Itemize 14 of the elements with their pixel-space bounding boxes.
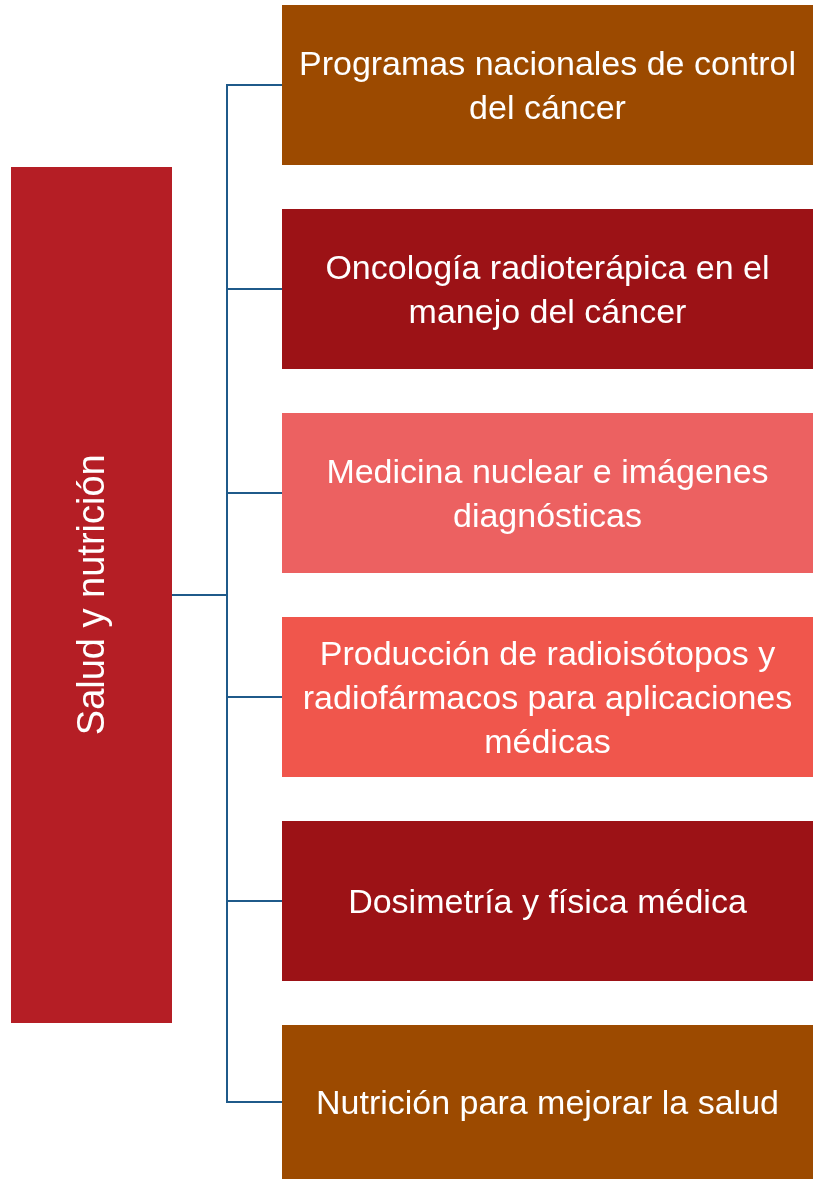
- topic-box: [282, 821, 813, 981]
- topic-label: Medicina nuclear e imágenes diagnósticas: [325, 450, 770, 536]
- topic-box: [282, 209, 813, 369]
- topic-label: Producción de radioisótopos y radiofármacos para aplicaciones médicas: [301, 632, 794, 763]
- category-box: [11, 167, 172, 1023]
- topic-label: Oncología radioterápica en el manejo del cáncer: [324, 246, 771, 332]
- topic-label: Programas nacionales de control del cáncer: [297, 42, 798, 128]
- topic-label: Dosimetría y física médica: [347, 880, 748, 922]
- topic-box: [282, 1025, 813, 1179]
- topic-label: Nutrición para mejorar la salud: [315, 1081, 780, 1123]
- topic-box: [282, 5, 813, 165]
- topic-box: [282, 413, 813, 573]
- topic-box: [282, 617, 813, 777]
- category-label: Salud y nutrición: [68, 454, 113, 736]
